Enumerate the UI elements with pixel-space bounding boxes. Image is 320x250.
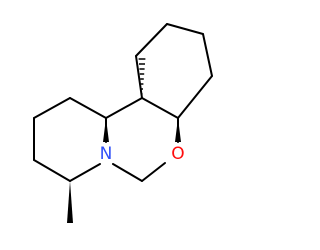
- bond-ring-a-1: [33, 97, 71, 119]
- bond-ring-a-3: [33, 159, 71, 182]
- bond-ring-a-4: [69, 163, 101, 182]
- bond-ring-c-1: [135, 55, 143, 99]
- wedge-bond-methyl: [67, 181, 73, 223]
- wedge-bond-fusion-oc: [175, 118, 181, 142]
- nitrogen-atom-label: N: [100, 144, 113, 164]
- bond-ring-b-2: [141, 97, 179, 119]
- bond-ring-c-5: [177, 75, 213, 119]
- bond-ring-a-6: [69, 97, 107, 119]
- bond-ring-c-2: [135, 23, 168, 57]
- bond-ring-c-4: [202, 33, 213, 77]
- bond-ring-c-3: [166, 23, 204, 35]
- molecule-structure: N O: [33, 23, 213, 223]
- bond-ring-b-5: [112, 163, 143, 182]
- hashed-wedge-bond-fusion: [138, 58, 146, 95]
- wedge-bond-fusion-nc: [103, 118, 109, 142]
- bond-ring-b-4: [141, 162, 166, 182]
- bond-ring-b-1: [105, 97, 143, 119]
- oxygen-atom-label: O: [171, 144, 184, 164]
